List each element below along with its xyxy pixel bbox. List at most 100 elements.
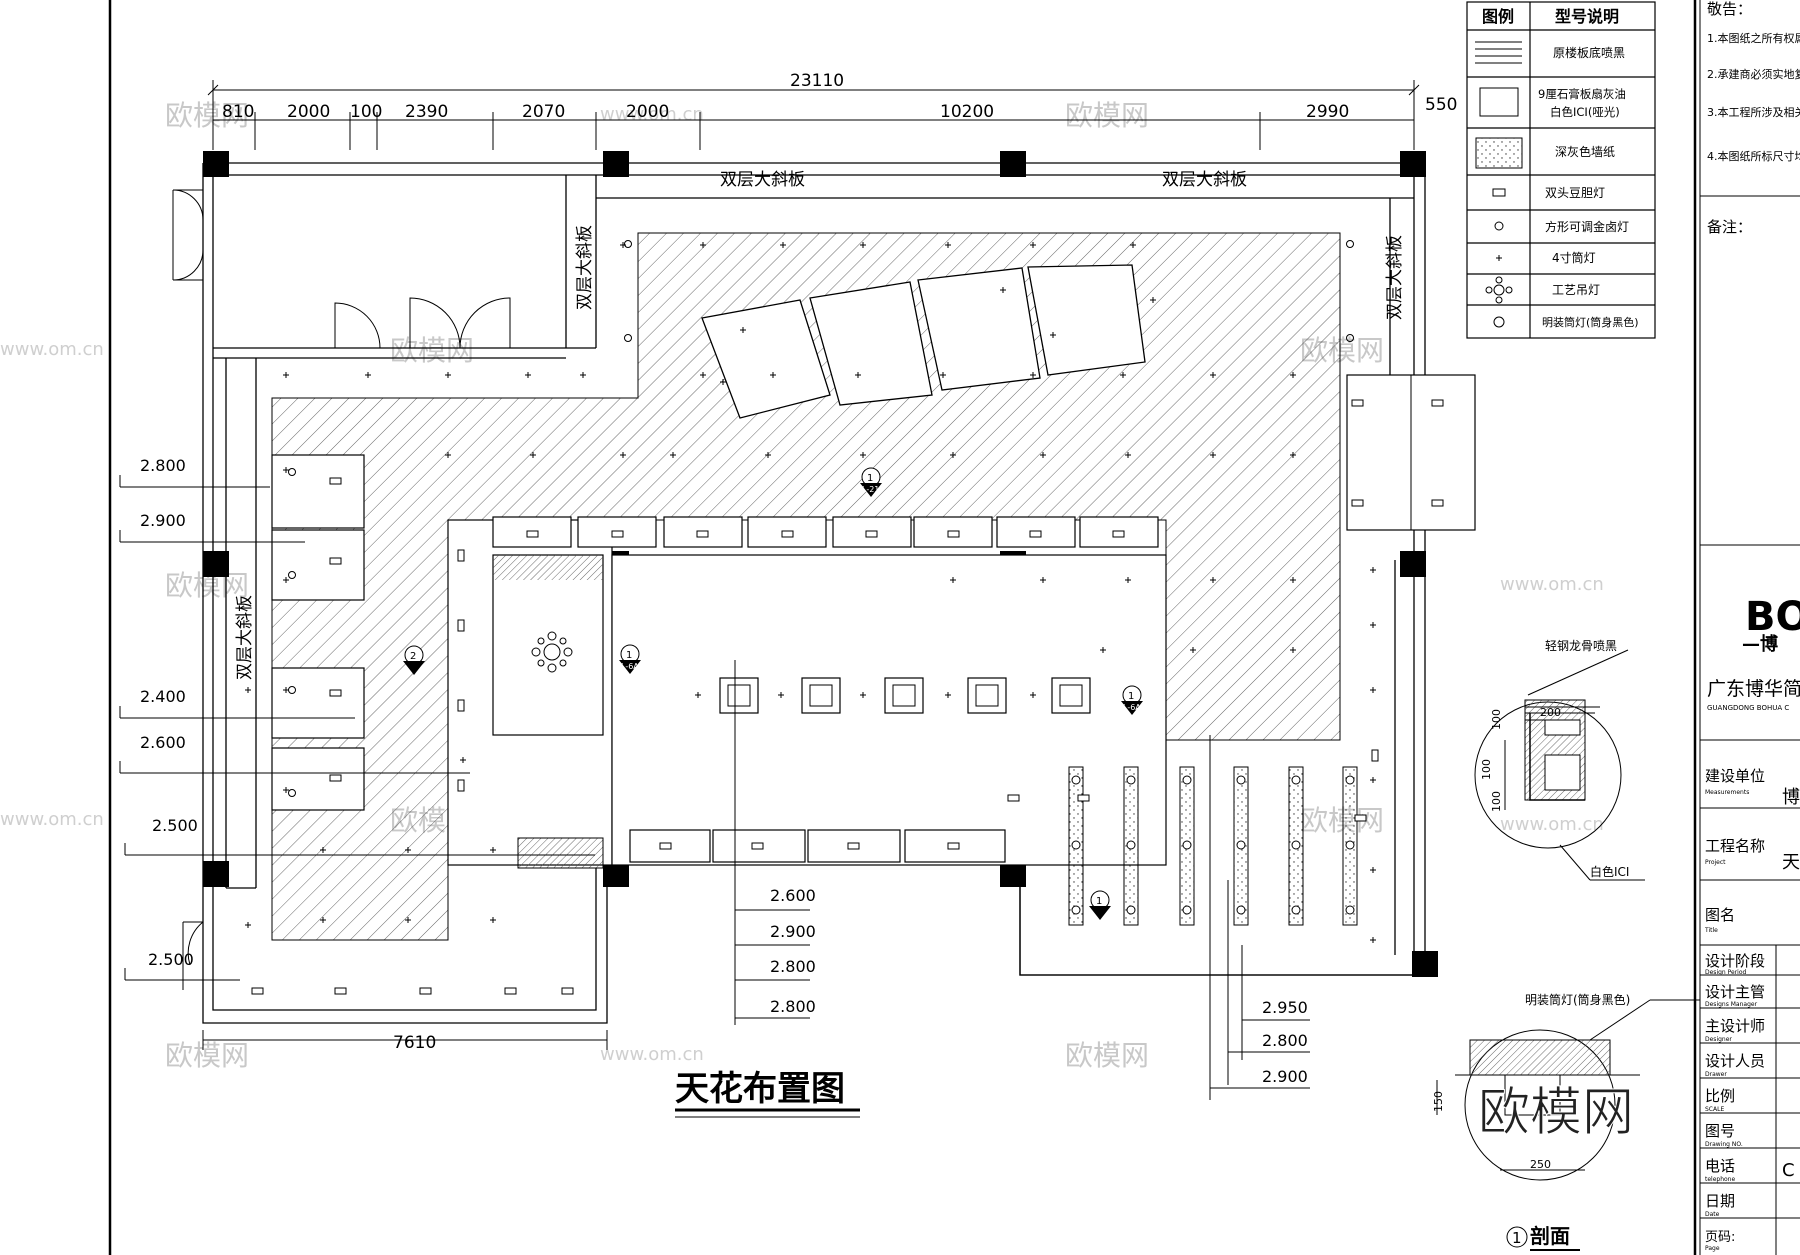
company-en: GUANGDONG BOHUA C [1707, 704, 1789, 712]
svg-text:9厘石膏板扇灰油: 9厘石膏板扇灰油 [1538, 87, 1626, 101]
notes-items: 1.本图纸之所有权属 2.承建商必须实地复 3.本工程所涉及相关经销商委托当地消… [1707, 31, 1800, 163]
double-lamp-icon [1492, 188, 1506, 197]
logo-sub: —博 [1742, 633, 1778, 655]
downlights [245, 242, 1376, 943]
lower-right-room [1019, 560, 1412, 976]
svg-text:双层大斜板: 双层大斜板 [1385, 235, 1405, 320]
svg-text:2.500: 2.500 [148, 950, 194, 969]
svg-text:Date: Date [1705, 1211, 1720, 1218]
right-dim-text: 550 [1425, 95, 1457, 115]
svg-text:telephone: telephone [1705, 1176, 1735, 1183]
titleblock-lines [1700, 739, 1800, 1255]
svg-text:4.本图纸所标尺寸均: 4.本图纸所标尺寸均 [1707, 149, 1800, 163]
display-boxes-top [492, 516, 1159, 548]
detail1-dim-c: 100 [1480, 759, 1493, 780]
svg-text:原楼板底喷黑: 原楼板底喷黑 [1553, 45, 1625, 60]
svg-text:欧模网: 欧模网 [165, 99, 249, 132]
chandelier-icon [531, 631, 573, 673]
left-rooms [271, 454, 365, 811]
svg-text:810: 810 [222, 102, 254, 122]
bottom-dim-text: 7610 [393, 1033, 436, 1053]
titleblock-cn: 建设单位 工程名称 图名 设计阶段 设计主管 主设计师 设计人员 比例 图号 电… [1705, 767, 1765, 1245]
rect-icon [1479, 87, 1519, 117]
svg-text:1: 1 [1128, 691, 1134, 702]
svg-text:2000: 2000 [626, 102, 669, 122]
svg-text:1: 1 [1096, 896, 1102, 907]
logo-text: BO [1745, 594, 1800, 640]
legend-header-symbol: 图例 [1482, 7, 1514, 26]
svg-text:双层大斜板: 双层大斜板 [1162, 170, 1247, 190]
svg-text:欧模网: 欧模网 [1065, 1039, 1149, 1072]
svg-text:2.900: 2.900 [1262, 1067, 1308, 1086]
surface-light-icon [1493, 316, 1505, 328]
svg-text:www.om.cn: www.om.cn [1500, 574, 1604, 595]
section-tag-4: 1 L-6A [1121, 685, 1143, 715]
svg-text:2.600: 2.600 [140, 733, 186, 752]
svg-text:比例: 比例 [1705, 1087, 1735, 1105]
svg-text:深灰色墙纸: 深灰色墙纸 [1555, 145, 1615, 159]
svg-text:白色ICI(哑光): 白色ICI(哑光) [1550, 105, 1620, 119]
square-spotlights-inner [727, 684, 1083, 707]
height-marks-left: 2.800 2.900 2.400 2.600 2.500 2.500 [140, 456, 198, 969]
segment-dim-labels: 810 2000 100 2390 2070 2000 10200 2990 [222, 102, 1349, 122]
svg-text:Title: Title [1704, 927, 1718, 934]
svg-text:Page: Page [1705, 1245, 1720, 1252]
svg-text:L-21: L-21 [862, 485, 879, 494]
svg-text:设计主管: 设计主管 [1705, 983, 1765, 1001]
remarks-label: 备注： [1707, 218, 1752, 236]
svg-text:欧模网: 欧模网 [165, 1039, 249, 1072]
svg-text:图号: 图号 [1705, 1122, 1735, 1140]
svg-text:2.承建商必须实地复: 2.承建商必须实地复 [1707, 67, 1800, 81]
tilted-panels [701, 264, 1146, 419]
detail1-dim-b: 100 [1490, 709, 1503, 730]
drawing-title: 天花布置图 [675, 1069, 845, 1109]
section-tag-5: 1 [1089, 890, 1111, 920]
overall-dim-text: 23110 [790, 71, 844, 91]
detail2-dim-b: 250 [1530, 1158, 1551, 1171]
svg-text:Project: Project [1705, 859, 1726, 866]
svg-text:设计人员: 设计人员 [1705, 1052, 1765, 1070]
svg-text:www.om.cn: www.om.cn [0, 809, 104, 830]
detail2-dim-a: 150 [1432, 1091, 1445, 1112]
svg-text:电话: 电话 [1705, 1157, 1735, 1175]
height-leaders-center [734, 660, 810, 1025]
section-num-circle [1506, 1226, 1528, 1248]
section-tag-1: 1 L-21 [860, 467, 882, 497]
svg-text:3.本工程所涉及相关经销商委托当地消: 3.本工程所涉及相关经销商委托当地消 [1707, 105, 1800, 119]
door-swings [172, 189, 511, 990]
svg-text:2390: 2390 [405, 102, 448, 122]
square-halogen-icon [1494, 221, 1504, 231]
small-hatched-block [517, 837, 604, 869]
svg-text:天: 天 [1782, 852, 1800, 873]
detail1-dim-d: 100 [1490, 791, 1503, 812]
svg-text:欧模网: 欧模网 [1300, 804, 1384, 837]
svg-text:Drawer: Drawer [1705, 1071, 1727, 1078]
svg-text:主设计师: 主设计师 [1705, 1017, 1765, 1035]
detail-1 [1474, 649, 1645, 881]
chandelier-legend-icon [1485, 276, 1513, 304]
section-tag-2: 1 L-6A [619, 644, 641, 674]
bottom-dimension [202, 1030, 608, 1050]
svg-text:10200: 10200 [940, 102, 994, 122]
svg-text:2.800: 2.800 [770, 957, 816, 976]
svg-text:1: 1 [867, 473, 873, 484]
svg-text:2990: 2990 [1306, 102, 1349, 122]
notes-heading: 敬告： [1707, 0, 1752, 18]
svg-text:www.om.cn: www.om.cn [1500, 814, 1604, 835]
svg-text:设计阶段: 设计阶段 [1705, 952, 1765, 970]
dark-band [493, 555, 603, 580]
svg-text:2.800: 2.800 [140, 456, 186, 475]
svg-text:2.600: 2.600 [770, 886, 816, 905]
svg-text:工艺吊灯: 工艺吊灯 [1552, 283, 1600, 297]
section-num: 1 [1512, 1229, 1522, 1247]
svg-text:L-6A: L-6A [1123, 703, 1141, 712]
legend-descs: 原楼板底喷黑 9厘石膏板扇灰油 白色ICI(哑光) 深灰色墙纸 双头豆胆灯 方形… [1538, 45, 1639, 329]
legend-icons [1475, 41, 1523, 328]
svg-text:2.900: 2.900 [140, 511, 186, 530]
svg-text:2.400: 2.400 [140, 687, 186, 706]
double-head-lamps [251, 399, 1444, 995]
svg-text:方形可调金卤灯: 方形可调金卤灯 [1545, 219, 1629, 234]
section-tag-3: 2 [403, 645, 425, 675]
svg-text:2000: 2000 [287, 102, 330, 122]
